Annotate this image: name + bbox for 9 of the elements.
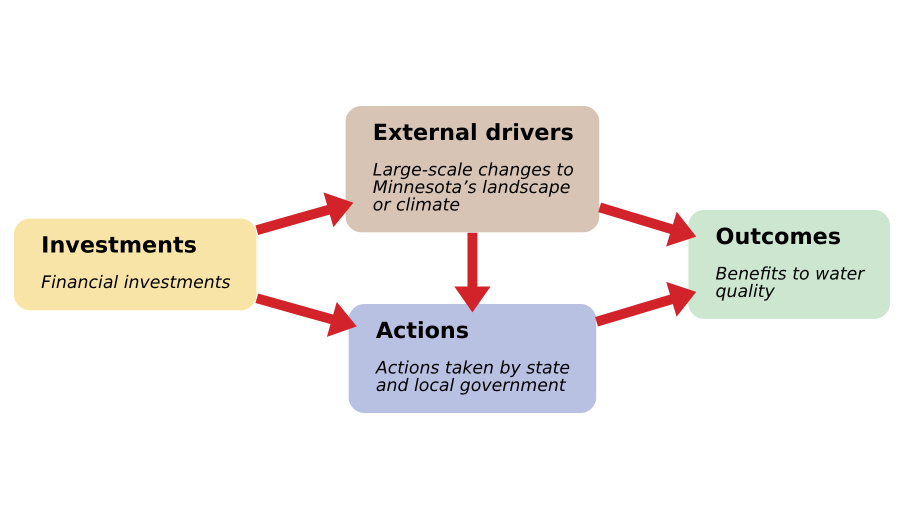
node-box: Outcomes Benefits to water quality [688, 210, 890, 319]
arrow [254, 192, 353, 235]
node-box: Actions Actions taken by state and local government [348, 304, 596, 413]
node-box: Investments Financial investments [13, 218, 256, 310]
arrow [454, 232, 490, 312]
node-box: External drivers Large-scale changes to Minnesota’s landscape or climate [345, 106, 599, 232]
arrow [594, 282, 696, 326]
arrow [598, 202, 696, 246]
arrow [254, 294, 356, 337]
